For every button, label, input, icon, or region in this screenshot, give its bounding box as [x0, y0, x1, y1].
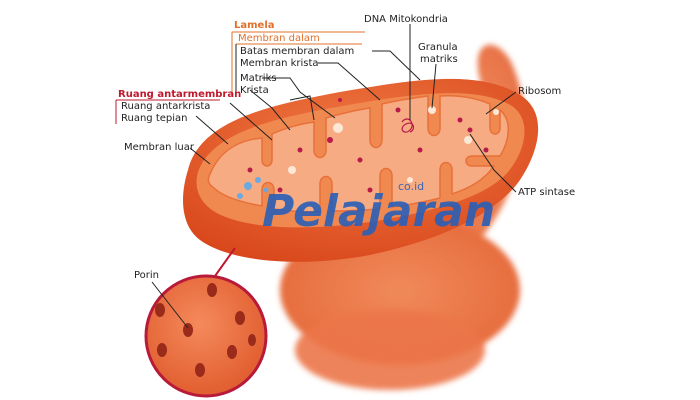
label-ruang-tepian: Ruang tepian	[121, 113, 188, 124]
label-batas-membran-dalam: Batas membran dalam	[240, 46, 354, 57]
label-atp-sintase: ATP sintase	[518, 187, 575, 198]
label-porin: Porin	[134, 270, 159, 281]
porin-magnified-view	[144, 247, 268, 398]
label-membran-dalam: Membran dalam	[238, 33, 320, 44]
label-ruang-antarkrista: Ruang antarkrista	[121, 101, 210, 112]
matrix-particles	[247, 98, 499, 193]
label-matriks: Matriks	[240, 73, 277, 84]
label-granula-line1: Granula	[418, 42, 458, 53]
watermark: Pelajaran co.id	[237, 177, 495, 237]
inner-membrane-cristae	[207, 95, 509, 213]
label-membran-luar: Membran luar	[124, 142, 195, 153]
label-krista: Krista	[240, 85, 269, 96]
label-membran-krista: Membran krista	[240, 58, 319, 69]
labels: Lamela Membran dalam Batas membran dalam…	[118, 14, 575, 281]
watermark-brand: Pelajaran	[262, 186, 495, 237]
label-lamela: Lamela	[234, 20, 275, 31]
label-ribosom: Ribosom	[518, 86, 561, 97]
label-ruang-antarmembran: Ruang antarmembran	[118, 89, 241, 100]
leader-lines	[115, 24, 517, 329]
watermark-suffix: co.id	[398, 180, 424, 193]
label-dna-mitokondria: DNA Mitokondria	[364, 14, 448, 25]
label-granula-line2: matriks	[420, 54, 458, 65]
